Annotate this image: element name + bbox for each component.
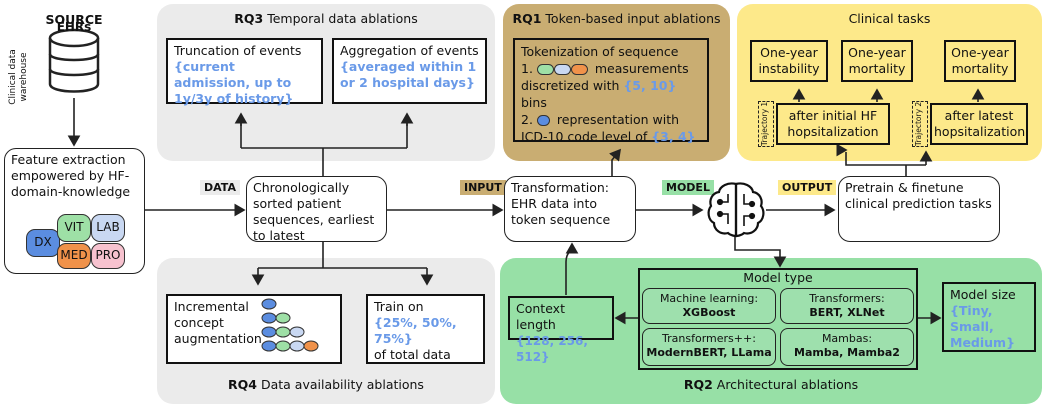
category-lab: LAB xyxy=(91,214,125,242)
category-med: MED xyxy=(57,243,91,269)
chip-dx-icon xyxy=(536,115,550,126)
database-icon xyxy=(48,28,100,93)
branch-to-rq4 xyxy=(258,242,427,269)
category-dx: DX xyxy=(26,229,60,257)
tag-model: MODEL xyxy=(662,180,714,195)
aggregation-box: Aggregation of events {averaged within 1… xyxy=(332,38,487,104)
category-vit: VIT xyxy=(57,214,91,242)
arrow-model-to-rq2 xyxy=(734,235,787,268)
trajectory-1-label: Trajectory 1 xyxy=(758,101,774,147)
ehr-label: EHRs xyxy=(56,20,92,34)
data-box-text: Chronologically sorted patient sequences… xyxy=(253,180,375,243)
tokenization-box: Tokenization of sequence 1. measurements… xyxy=(513,38,709,144)
mambas-cell: Mambas:Mamba, Mamba2 xyxy=(780,328,914,366)
truncation-box: Truncation of events {current admission,… xyxy=(166,38,323,106)
source-title: SOURCE xyxy=(45,12,103,27)
transformers-cell: Transformers:BERT, XLNet xyxy=(780,288,914,324)
clinical-title: Clinical tasks xyxy=(848,11,931,26)
link-context-to-transformation xyxy=(565,242,579,295)
chip-vit-icon xyxy=(536,64,554,75)
task-one-year-instability: One-year instability xyxy=(750,40,828,82)
branch-to-rq3 xyxy=(240,122,408,176)
context-length-box: Context length {128, 256, 512} xyxy=(508,296,614,364)
ml-cell: Machine learning:XGBoost xyxy=(642,288,776,324)
transformers-plus-cell: Transformers++:ModernBERT, LLama xyxy=(642,328,776,366)
model-type-title: Model type xyxy=(743,270,813,285)
tag-data: DATA xyxy=(200,180,240,195)
trajectory-1-box: after initial HF hopsitalization xyxy=(776,103,890,145)
tag-input: INPUT xyxy=(460,180,506,195)
data-box: Chronologically sorted patient sequences… xyxy=(246,176,387,243)
output-box: Pretrain & finetune clinical prediction … xyxy=(838,176,1000,242)
trajectory-2-box: after latest hopsitalization xyxy=(930,103,1028,145)
category-pro: PRO xyxy=(91,243,125,269)
chip-med-icon xyxy=(570,64,588,75)
train-on-box: Train on {25%, 50%, 75%} of total data xyxy=(366,294,485,364)
trajectory-2-label: Trajectory 2 xyxy=(912,101,928,147)
rq4-title: RQ4 Data availability ablations xyxy=(228,377,424,392)
transformation-box: Transformation: EHR data into token sequ… xyxy=(504,176,636,242)
brain-icon xyxy=(707,182,765,238)
rq2-title: RQ2 Architectural ablations xyxy=(683,377,859,392)
incremental-chips-icon xyxy=(261,298,319,352)
rq1-title: RQ1 Token-based input ablations xyxy=(512,11,721,26)
warehouse-label: Clinical data warehouse xyxy=(8,49,29,105)
rq3-title: RQ3 Temporal data ablations xyxy=(234,11,418,26)
link-output-to-trajectories xyxy=(845,152,926,176)
chip-lab-icon xyxy=(553,64,571,75)
task-one-year-mortality-1: One-year mortality xyxy=(841,40,913,82)
tag-output: OUTPUT xyxy=(778,180,837,195)
incremental-box: Incremental concept augmentation xyxy=(166,294,342,364)
link-transformation-to-rq1 xyxy=(609,148,621,176)
model-size-box: Model size {Tiny, Small, Medium} xyxy=(942,282,1036,352)
feature-extraction-text: Feature extraction empowered by HF-domai… xyxy=(11,152,131,199)
task-one-year-mortality-2: One-year mortality xyxy=(944,40,1016,82)
